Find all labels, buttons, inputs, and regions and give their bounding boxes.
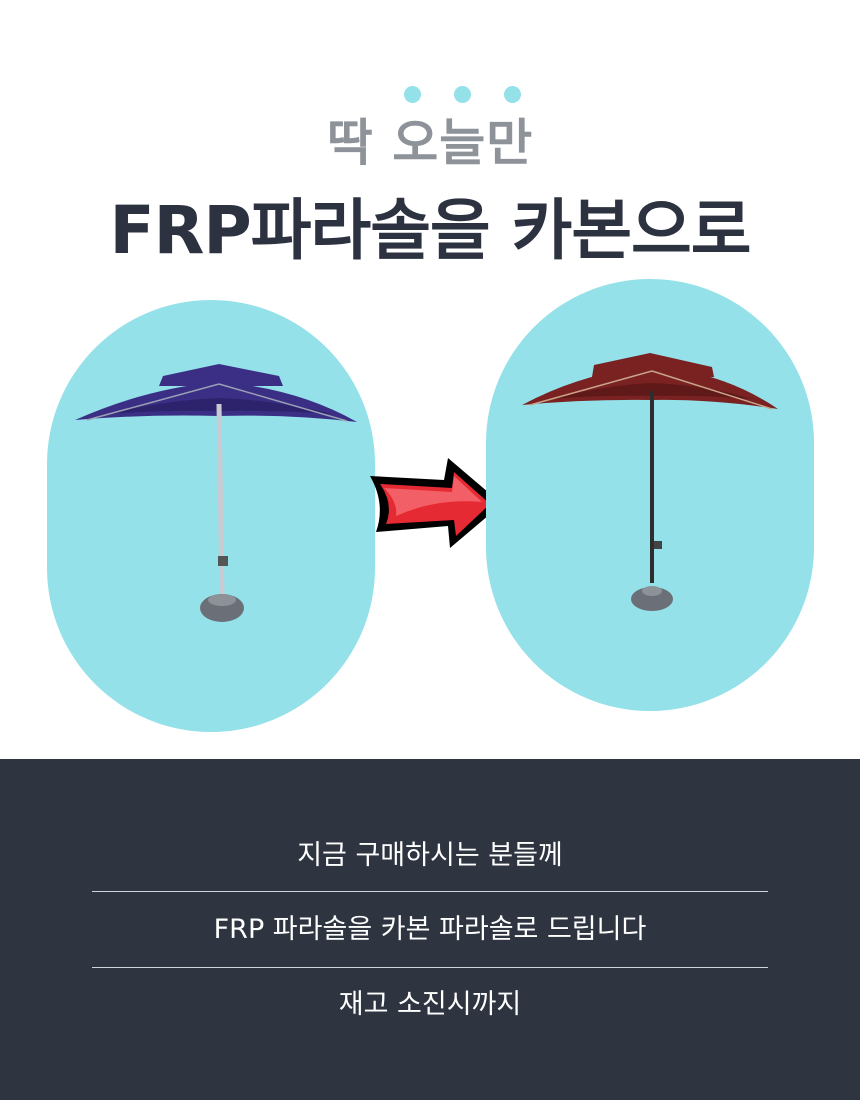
arrow-right-icon [370,458,502,548]
offer-line-1: 지금 구매하시는 분들께 [297,840,563,871]
offer-divider-2 [92,967,768,968]
dot-2 [454,86,471,103]
umbrella-base-top [208,594,236,606]
umbrella-rib [529,370,653,406]
dot-1 [404,86,421,103]
umbrella-top-canopy [159,364,283,386]
umbrella-base-top [642,586,662,596]
umbrella-pole [216,403,225,599]
umbrella-base [631,587,673,611]
umbrella-rib [86,383,220,421]
frp-umbrella-image [75,364,357,622]
promo-subtitle: 딱 오늘만 [326,114,534,172]
offer-panel: 지금 구매하시는 분들께 FRP 파라솔을 카본 파라솔로 드립니다 재고 소진… [0,759,860,1100]
umbrella-pole-clamp [654,541,662,549]
offer-line-2: FRP 파라솔을 카본 파라솔로 드립니다 [213,914,647,945]
after-product-frame [486,279,814,711]
promo-title: FRP파라솔을 카본으로 [109,192,751,269]
decorative-dots [0,86,860,104]
arrow-highlight [384,476,482,516]
carbon-umbrella-image [522,353,778,611]
umbrella-rib [651,370,773,410]
before-product-frame [47,300,375,732]
umbrella-rib [218,383,348,422]
dot-3 [504,86,521,103]
umbrella-pole-clamp [218,556,228,566]
offer-divider-1 [92,891,768,892]
offer-line-3: 재고 소진시까지 [338,989,522,1020]
